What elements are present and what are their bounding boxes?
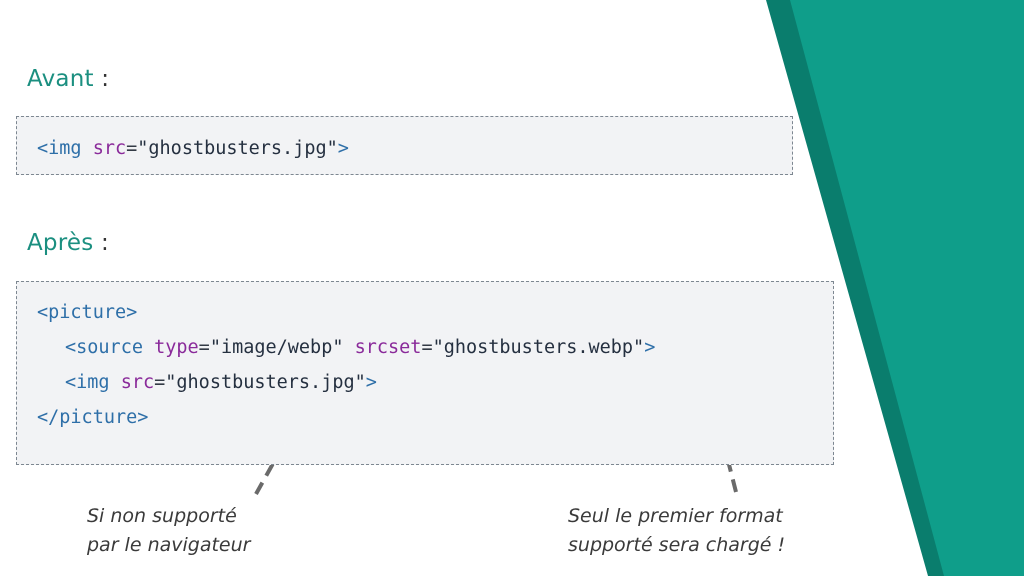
code-block-after: <picture><source type="image/webp" srcse… bbox=[16, 281, 834, 465]
code-attr: src bbox=[120, 372, 155, 393]
note-fallback-line2: par le navigateur bbox=[87, 534, 251, 556]
code-tag: </picture> bbox=[37, 407, 149, 428]
code-block-before: <img src="ghostbusters.jpg"> bbox=[16, 116, 793, 175]
code-value: "image/webp" bbox=[209, 337, 344, 358]
code-attr: src bbox=[92, 138, 127, 159]
note-fallback: Si non supporté par le navigateur bbox=[87, 502, 250, 560]
heading-before-colon: : bbox=[101, 66, 110, 92]
code-line-source: <source type="image/webp" srcset="ghostb… bbox=[37, 330, 833, 365]
heading-after: Après : bbox=[27, 230, 109, 256]
code-value: "ghostbusters.jpg" bbox=[137, 138, 338, 159]
code-line-img: <img src="ghostbusters.jpg"> bbox=[37, 131, 792, 166]
note-first-format-line1: Seul le premier format bbox=[568, 505, 783, 527]
heading-after-label: Après bbox=[27, 230, 94, 256]
code-eq: = bbox=[421, 337, 433, 358]
code-tag-close: > bbox=[337, 138, 349, 159]
heading-after-colon: : bbox=[100, 230, 109, 256]
code-tag-close: > bbox=[644, 337, 656, 358]
note-first-format-line2: supporté sera chargé ! bbox=[568, 534, 786, 556]
heading-before-label: Avant bbox=[27, 66, 94, 92]
code-line-img: <img src="ghostbusters.jpg"> bbox=[37, 365, 833, 400]
note-first-format: Seul le premier format supporté sera cha… bbox=[568, 502, 785, 560]
code-attr: type bbox=[154, 337, 199, 358]
code-value: "ghostbusters.webp" bbox=[432, 337, 645, 358]
code-tag: <picture> bbox=[37, 302, 138, 323]
code-value: "ghostbusters.jpg" bbox=[165, 372, 366, 393]
code-tag: <img bbox=[37, 138, 93, 159]
code-line-picture-close: </picture> bbox=[37, 400, 833, 435]
code-tag: <img bbox=[65, 372, 121, 393]
code-tag-close: > bbox=[365, 372, 377, 393]
code-space bbox=[343, 337, 354, 358]
teal-band bbox=[790, 0, 1024, 576]
code-eq: = bbox=[126, 138, 138, 159]
code-tag: <source bbox=[65, 337, 155, 358]
code-eq: = bbox=[198, 337, 210, 358]
heading-before: Avant : bbox=[27, 66, 109, 92]
code-line-picture-open: <picture> bbox=[37, 295, 833, 330]
code-attr: srcset bbox=[354, 337, 422, 358]
note-fallback-line1: Si non supporté bbox=[87, 505, 237, 527]
code-eq: = bbox=[154, 372, 166, 393]
